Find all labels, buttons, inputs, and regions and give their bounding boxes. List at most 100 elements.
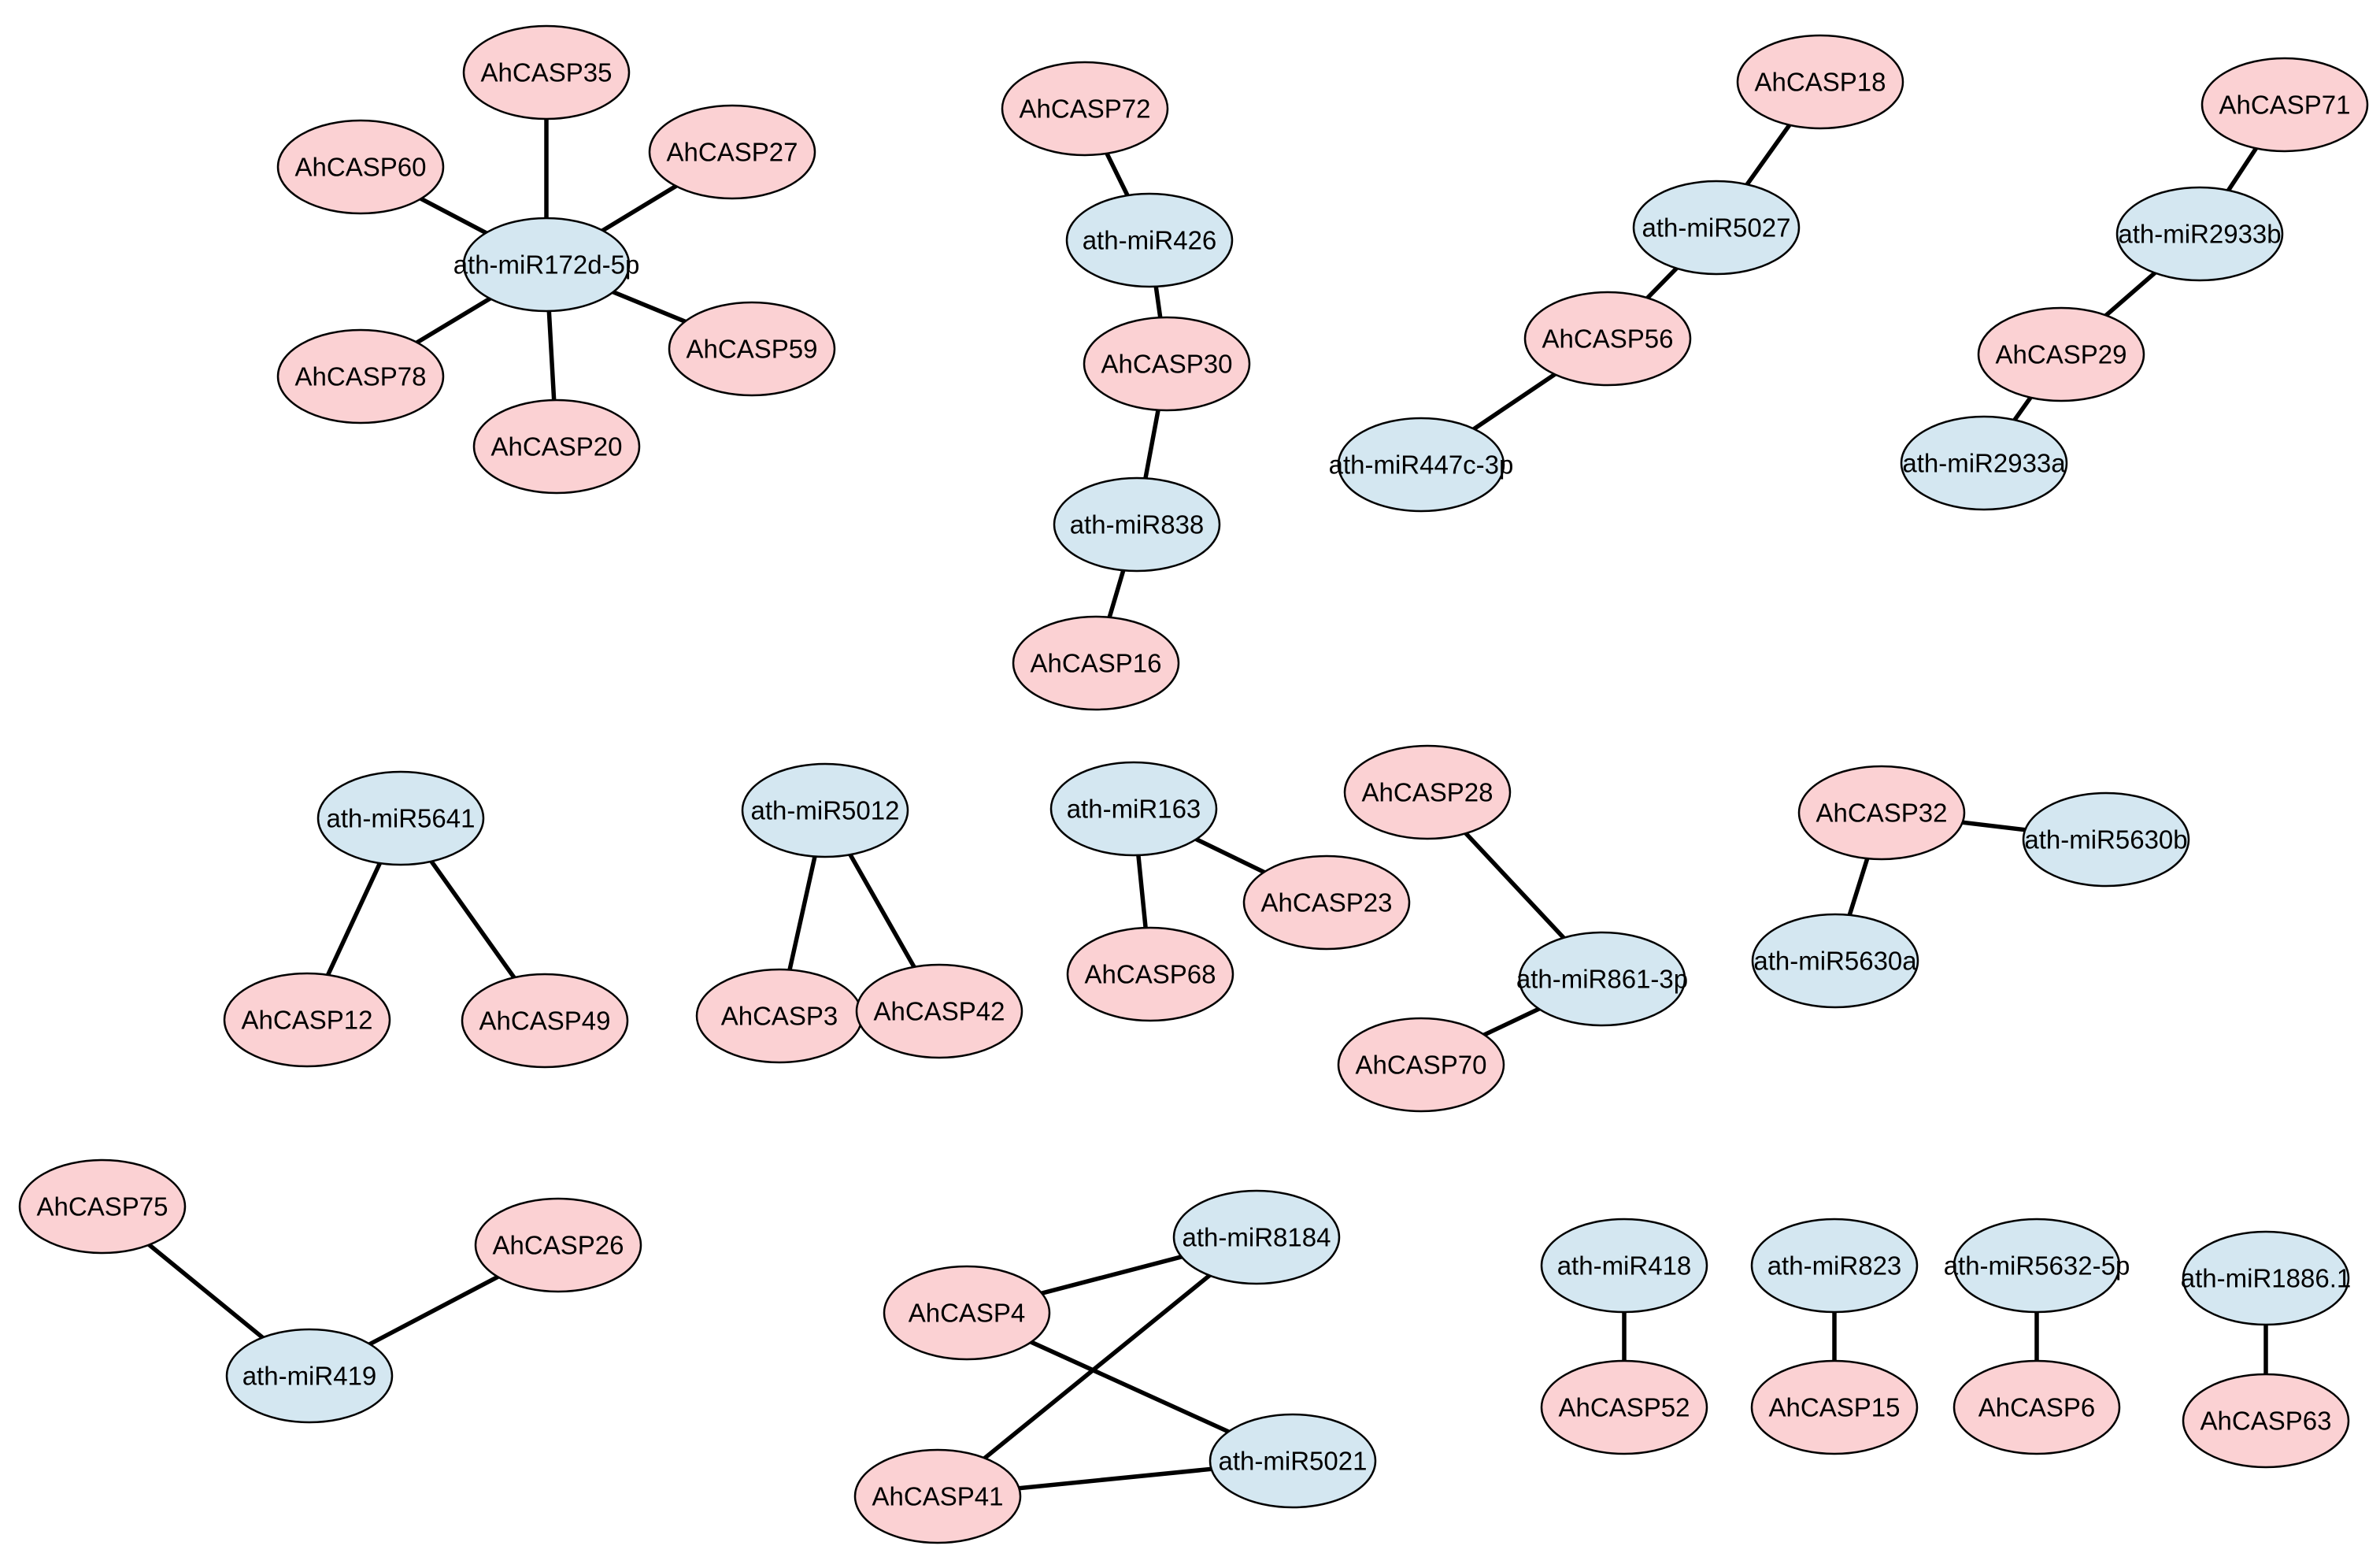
node-label: ath-miR2933a — [1902, 449, 2066, 478]
gene-node[interactable]: AhCASP12 — [223, 972, 391, 1068]
node-ellipse — [276, 119, 445, 215]
node-label: ath-miR838 — [1070, 510, 1205, 539]
node-ellipse — [1797, 765, 1966, 861]
node-label: ath-miR172d-5p — [453, 250, 640, 280]
gene-node[interactable]: AhCASP42 — [855, 963, 1023, 1059]
node-label: AhCASP23 — [1261, 888, 1393, 917]
node-ellipse — [1751, 913, 1919, 1009]
node-ellipse — [1977, 306, 2145, 402]
node-label: AhCASP26 — [493, 1231, 624, 1260]
mirna-node[interactable]: ath-miR426 — [1065, 192, 1234, 288]
node-label: ath-miR5630b — [2024, 825, 2187, 854]
gene-node[interactable]: AhCASP29 — [1977, 306, 2145, 402]
node-label: AhCASP3 — [721, 1002, 838, 1031]
node-label: AhCASP28 — [1362, 778, 1494, 807]
node-label: AhCASP75 — [37, 1192, 168, 1221]
mirna-node[interactable]: ath-miR5630b — [2022, 791, 2190, 888]
mirna-node[interactable]: ath-miR823 — [1750, 1218, 1919, 1314]
gene-node[interactable]: AhCASP20 — [472, 398, 641, 495]
node-label: AhCASP56 — [1542, 324, 1674, 354]
node-label: AhCASP41 — [872, 1482, 1004, 1511]
node-label: ath-miR163 — [1067, 795, 1201, 824]
node-label: AhCASP18 — [1755, 68, 1886, 97]
mirna-node[interactable]: ath-miR172d-5p — [453, 217, 640, 313]
mirna-node[interactable]: ath-miR5012 — [741, 762, 909, 858]
node-label: AhCASP72 — [1020, 95, 1151, 124]
gene-node[interactable]: AhCASP70 — [1337, 1017, 1505, 1113]
mirna-node[interactable]: ath-miR163 — [1049, 761, 1218, 857]
node-label: ath-miR5641 — [327, 804, 476, 833]
mirna-node[interactable]: ath-miR8184 — [1172, 1189, 1341, 1285]
node-label: AhCASP16 — [1031, 649, 1162, 678]
mirna-node[interactable]: ath-miR1886.1 — [2181, 1230, 2351, 1326]
mirna-node[interactable]: ath-miR861-3p — [1516, 931, 1688, 1027]
gene-node[interactable]: AhCASP6 — [1952, 1359, 2121, 1455]
node-label: AhCASP52 — [1559, 1393, 1690, 1422]
gene-node[interactable]: AhCASP3 — [695, 968, 864, 1064]
gene-node[interactable]: AhCASP68 — [1066, 926, 1234, 1022]
node-ellipse — [853, 1448, 1022, 1544]
gene-node[interactable]: AhCASP30 — [1083, 316, 1251, 412]
node-ellipse — [1053, 476, 1221, 573]
gene-node[interactable]: AhCASP28 — [1343, 744, 1512, 840]
mirna-node[interactable]: ath-miR447c-3p — [1329, 417, 1514, 513]
node-label: AhCASP59 — [687, 335, 818, 364]
edge-n42-n39 — [935, 1235, 1259, 1499]
gene-node[interactable]: AhCASP52 — [1540, 1359, 1708, 1455]
mirna-node[interactable]: ath-miR5027 — [1632, 180, 1801, 276]
gene-node[interactable]: AhCASP63 — [2182, 1373, 2350, 1469]
gene-node[interactable]: AhCASP78 — [276, 328, 445, 424]
node-label: AhCASP29 — [1996, 340, 2127, 369]
mirna-node[interactable]: ath-miR418 — [1540, 1218, 1708, 1314]
node-ellipse — [1172, 1189, 1341, 1285]
gene-node[interactable]: AhCASP15 — [1750, 1359, 1919, 1455]
node-ellipse — [668, 301, 836, 397]
mirna-node[interactable]: ath-miR5632-5p — [1944, 1218, 2130, 1314]
node-label: AhCASP35 — [481, 58, 613, 87]
node-ellipse — [18, 1158, 187, 1255]
gene-node[interactable]: AhCASP23 — [1242, 854, 1411, 951]
mirna-node[interactable]: ath-miR5021 — [1209, 1413, 1377, 1509]
gene-node[interactable]: AhCASP75 — [18, 1158, 187, 1255]
mirna-node[interactable]: ath-miR5641 — [316, 770, 485, 866]
node-ellipse — [462, 217, 631, 313]
gene-node[interactable]: AhCASP71 — [2200, 57, 2369, 153]
gene-node[interactable]: AhCASP41 — [853, 1448, 1022, 1544]
node-ellipse — [855, 963, 1023, 1059]
node-label: AhCASP68 — [1085, 960, 1216, 989]
node-layer: AhCASP35AhCASP60AhCASP27ath-miR172d-5pAh… — [18, 24, 2369, 1544]
node-label: AhCASP32 — [1816, 799, 1948, 828]
gene-node[interactable]: AhCASP56 — [1523, 291, 1692, 387]
node-label: AhCASP78 — [295, 362, 427, 391]
mirna-node[interactable]: ath-miR5630a — [1751, 913, 1919, 1009]
gene-node[interactable]: AhCASP72 — [1001, 61, 1169, 157]
gene-node[interactable]: AhCASP59 — [668, 301, 836, 397]
mirna-node[interactable]: ath-miR2933b — [2115, 186, 2284, 282]
gene-node[interactable]: AhCASP27 — [648, 104, 816, 200]
node-ellipse — [316, 770, 485, 866]
gene-node[interactable]: AhCASP4 — [883, 1265, 1051, 1361]
node-ellipse — [1736, 34, 1904, 130]
gene-node[interactable]: AhCASP32 — [1797, 765, 1966, 861]
mirna-node[interactable]: ath-miR2933a — [1900, 415, 2068, 511]
gene-node[interactable]: AhCASP60 — [276, 119, 445, 215]
node-ellipse — [1001, 61, 1169, 157]
node-label: AhCASP63 — [2200, 1407, 2332, 1436]
node-label: AhCASP27 — [667, 138, 798, 167]
mirna-node[interactable]: ath-miR419 — [225, 1328, 394, 1424]
gene-node[interactable]: AhCASP16 — [1012, 615, 1180, 711]
gene-node[interactable]: AhCASP26 — [474, 1197, 642, 1293]
gene-node[interactable]: AhCASP49 — [461, 973, 629, 1069]
node-ellipse — [648, 104, 816, 200]
node-label: ath-miR5012 — [751, 796, 900, 825]
gene-node[interactable]: AhCASP35 — [462, 24, 631, 120]
node-label: AhCASP12 — [242, 1006, 373, 1035]
node-label: ath-miR1886.1 — [2181, 1264, 2351, 1293]
mirna-node[interactable]: ath-miR838 — [1053, 476, 1221, 573]
node-ellipse — [1540, 1218, 1708, 1314]
node-ellipse — [883, 1265, 1051, 1361]
node-label: ath-miR2933b — [2118, 220, 2281, 249]
gene-node[interactable]: AhCASP18 — [1736, 34, 1904, 130]
node-label: ath-miR5632-5p — [1944, 1251, 2130, 1281]
